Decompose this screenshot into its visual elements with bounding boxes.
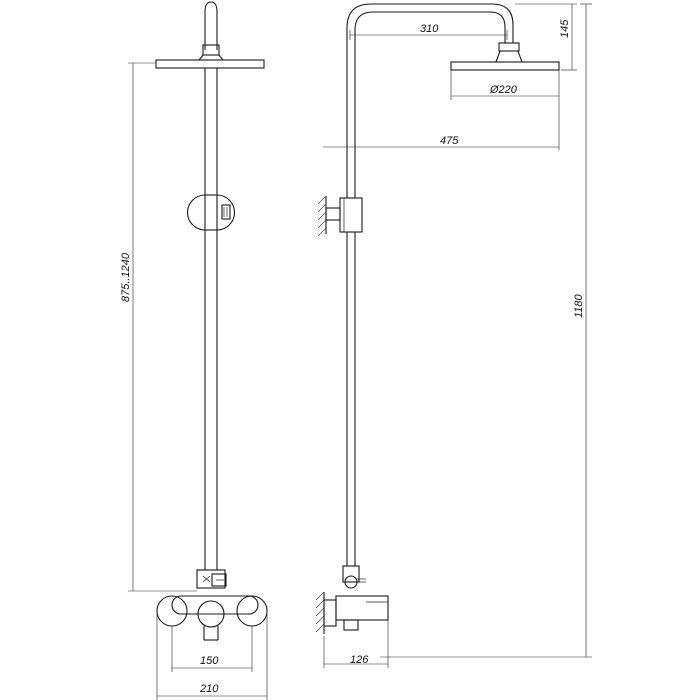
side-riser-pipe [346, 232, 356, 566]
front-slider-holder [186, 194, 236, 231]
side-mixer [315, 591, 389, 634]
side-diverter [342, 565, 366, 589]
dim-mixer-inner-width-label: 150 [200, 655, 219, 667]
dim-total-height-label: 1180 [573, 293, 585, 318]
dim-head-diameter-label: Ø220 [489, 84, 518, 96]
front-shower-head [155, 54, 265, 69]
dim-head-height-label: 145 [559, 19, 571, 38]
front-riser-pipe [204, 68, 218, 570]
dim-mixer-depth-label: 126 [350, 654, 369, 666]
dimension-labels: 310 145 Ø220 475 875..1240 1180 126 150 … [120, 19, 585, 695]
side-wall-bracket [317, 195, 363, 237]
dimension-lines [128, 3, 592, 700]
side-view [315, 3, 560, 634]
front-view [155, 1, 268, 641]
front-mixer [156, 595, 268, 641]
dim-adjustable-height-label: 875..1240 [120, 252, 132, 302]
front-diverter [196, 569, 227, 589]
side-shower-head [450, 50, 560, 71]
dim-mixer-outer-width-label: 210 [199, 683, 219, 695]
dim-total-reach-label: 475 [440, 135, 459, 147]
front-shower-arm [202, 1, 220, 56]
dim-arm-reach-label: 310 [420, 23, 439, 35]
